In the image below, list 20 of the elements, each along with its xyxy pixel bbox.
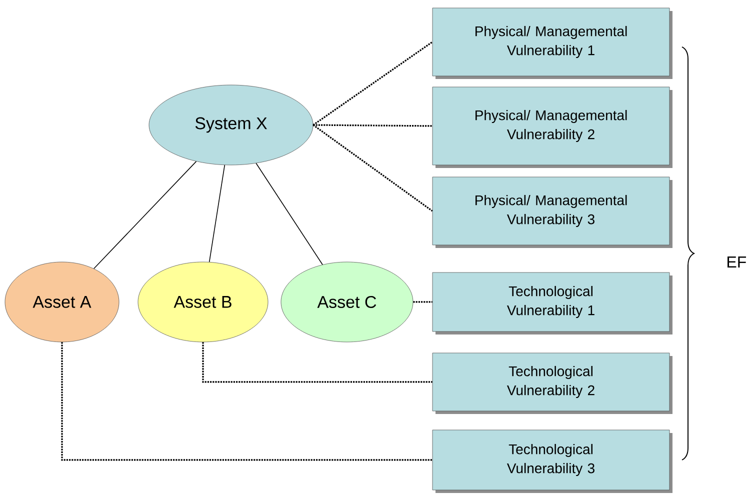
connector-line bbox=[93, 161, 197, 269]
vulnerability-box: Physical/ Managemental Vulnerability 2 bbox=[432, 86, 670, 166]
vulnerability-box: Technological Vulnerability 3 bbox=[432, 430, 670, 490]
connector-line bbox=[312, 124, 433, 212]
ellipse-node: Asset C bbox=[280, 262, 414, 342]
connector-line bbox=[202, 342, 432, 383]
vulnerability-box: Technological Vulnerability 1 bbox=[432, 272, 670, 332]
brace-label: EF bbox=[728, 256, 746, 268]
vulnerability-box: Physical/ Managemental Vulnerability 3 bbox=[432, 176, 670, 246]
connector-line bbox=[313, 124, 432, 127]
connector-line bbox=[413, 301, 432, 303]
ellipse-node: System X bbox=[148, 84, 314, 166]
ellipse-node: Asset A bbox=[4, 262, 120, 342]
connector-line bbox=[312, 41, 433, 126]
vulnerability-box: Technological Vulnerability 2 bbox=[432, 352, 670, 412]
connector-line bbox=[208, 164, 226, 262]
ellipse-node: Asset B bbox=[138, 262, 268, 342]
vulnerability-box: Physical/ Managemental Vulnerability 1 bbox=[432, 8, 670, 76]
connector-line bbox=[256, 162, 323, 266]
connector-line bbox=[61, 342, 432, 461]
